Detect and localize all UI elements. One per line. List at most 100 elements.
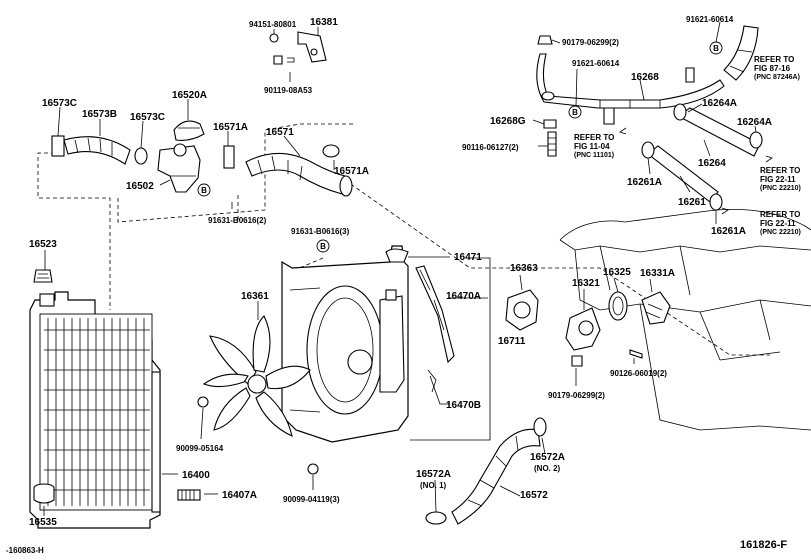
- label-16331A: 16331A: [640, 268, 675, 279]
- clamp-16573C-right: [134, 147, 148, 165]
- fan-16361: [202, 315, 311, 437]
- refer-1-line2: FIG 87-16: [754, 64, 791, 73]
- hose-16573B: [63, 136, 131, 165]
- label-16573C-left: 16573C: [42, 98, 77, 109]
- label-16268: 16268: [631, 72, 659, 83]
- radiator-fins: [44, 318, 150, 506]
- bracket-pipe: [603, 107, 615, 125]
- label-16571: 16571: [266, 127, 294, 138]
- label-16361: 16361: [241, 291, 269, 302]
- label-16520A: 16520A: [172, 90, 207, 101]
- label-91631-B0616-2: 91631-B0616(2): [208, 216, 267, 225]
- label-16261A-left: 16261A: [627, 177, 662, 188]
- label-90179-06299-lower: 90179-06299(2): [548, 391, 605, 400]
- clamp-16261A-right: [709, 193, 723, 211]
- label-16407A: 16407A: [222, 490, 257, 501]
- screw-90099-04119: [307, 463, 319, 475]
- footer-right-code: 161826-F: [740, 539, 787, 551]
- refer-4-line3: (PNC 22210): [760, 229, 801, 236]
- hose-16264: [676, 107, 761, 157]
- callout-b-3: B: [713, 44, 719, 53]
- refer-4-line1: REFER TO: [760, 210, 800, 219]
- radiator-cap-16523: [33, 269, 53, 283]
- gasket-16268G: [543, 119, 557, 129]
- label-16571A-right: 16571A: [334, 166, 369, 177]
- screw-90099-05164: [197, 396, 209, 408]
- fan-shroud-16711: [281, 245, 409, 443]
- stud-90116-06127: [547, 131, 557, 157]
- label-16572A-no1-sub: (NO. 1): [420, 481, 447, 490]
- water-inlet-16321: [565, 307, 601, 351]
- nut-90179-06299-top: [537, 35, 553, 45]
- label-16711: 16711: [498, 336, 526, 347]
- clamp-16572A-no2: [533, 417, 547, 437]
- drain-cock-16535: [33, 483, 55, 504]
- label-16264: 16264: [698, 158, 726, 169]
- clamp-16264A-left: [673, 103, 687, 121]
- refer-2-line2: FIG 11-04: [574, 142, 610, 151]
- label-16471: 16471: [454, 252, 482, 263]
- refer-fig-87-16: REFER TO FIG 87-16 (PNC 87246A): [754, 55, 800, 81]
- label-16325: 16325: [603, 267, 631, 278]
- refer-fig-22-11-b: REFER TO FIG 22-11 (PNC 22210): [760, 210, 801, 236]
- label-90099-04119: 90099-04119(3): [283, 495, 340, 504]
- clamp-16264A-right: [749, 131, 763, 149]
- thermostat-16363: [505, 289, 539, 331]
- refer-1-line3: (PNC 87246A): [754, 74, 800, 81]
- label-16573B: 16573B: [82, 109, 117, 120]
- refer-fig-22-11-a: REFER TO FIG 22-11 (PNC 22210): [760, 166, 801, 192]
- clamp-16573C-left: [51, 135, 65, 157]
- label-94151-80801: 94151-80801: [249, 20, 297, 29]
- hose-top-right: [723, 25, 759, 81]
- ref-arrows: [619, 127, 773, 215]
- refer-fig-11-04: REFER TO FIG 11-04 (PNC 11101): [574, 133, 614, 159]
- refer-3-line2: FIG 22-11: [760, 175, 796, 184]
- refer-notes: REFER TO FIG 87-16 (PNC 87246A) REFER TO…: [574, 55, 801, 236]
- label-90099-05164: 90099-05164: [176, 444, 224, 453]
- label-16264A-upper: 16264A: [702, 98, 737, 109]
- label-16572: 16572: [520, 490, 548, 501]
- hose-16571: [245, 152, 346, 195]
- clamp-16572A-no1: [425, 511, 447, 525]
- callout-b-1: B: [201, 186, 207, 195]
- hose-16572: [451, 428, 541, 525]
- water-outlet-16502: [157, 143, 201, 193]
- label-91621-60614-mid: 91621-60614: [572, 59, 620, 68]
- label-16573C-right: 16573C: [130, 112, 165, 123]
- label-16572A-no1: 16572A: [416, 469, 451, 480]
- refer-2-line3: (PNC 11101): [574, 152, 614, 159]
- label-90116-06127: 90116-06127(2): [462, 143, 519, 152]
- label-16523: 16523: [29, 239, 57, 250]
- bolt-94151-80801: [269, 33, 279, 43]
- label-16268G: 16268G: [490, 116, 526, 127]
- clamp-91621-60614-right: [685, 67, 695, 83]
- label-90126-06019: 90126-06019(2): [610, 369, 667, 378]
- drain-plug-16407A: [177, 489, 201, 501]
- bracket-16381: [297, 31, 327, 63]
- label-91621-60614-top: 91621-60614: [686, 15, 734, 24]
- clamp-91621-60614-left: [541, 91, 555, 101]
- refer-3-line3: (PNC 22210): [760, 185, 801, 192]
- radiator-cap-16520A: [173, 120, 205, 141]
- hose-16261: [647, 145, 719, 203]
- refer-4-line2: FIG 22-11: [760, 219, 796, 228]
- refer-3-line1: REFER TO: [760, 166, 800, 175]
- clamp-16261A-left: [641, 141, 655, 159]
- label-16261: 16261: [678, 197, 706, 208]
- part-labels: 94151-80801 16381 90119-08A53 16573C 165…: [29, 15, 772, 528]
- clamp-16571A-left: [223, 145, 235, 169]
- overflow-hose-16470A: [415, 265, 455, 364]
- label-16470B: 16470B: [446, 400, 481, 411]
- callout-b-2: B: [320, 242, 326, 251]
- stud-90126-06019: [629, 349, 643, 359]
- clip-16471: [385, 248, 409, 263]
- label-16381: 16381: [310, 17, 338, 28]
- label-16535: 16535: [29, 517, 57, 528]
- nut-90179-06299-lower: [571, 355, 583, 367]
- label-16400: 16400: [182, 470, 210, 481]
- label-90179-06299-top: 90179-06299(2): [562, 38, 619, 47]
- thermostat-16331A: [641, 291, 671, 325]
- refer-1-line1: REFER TO: [754, 55, 794, 64]
- radiator-16400: [29, 291, 161, 529]
